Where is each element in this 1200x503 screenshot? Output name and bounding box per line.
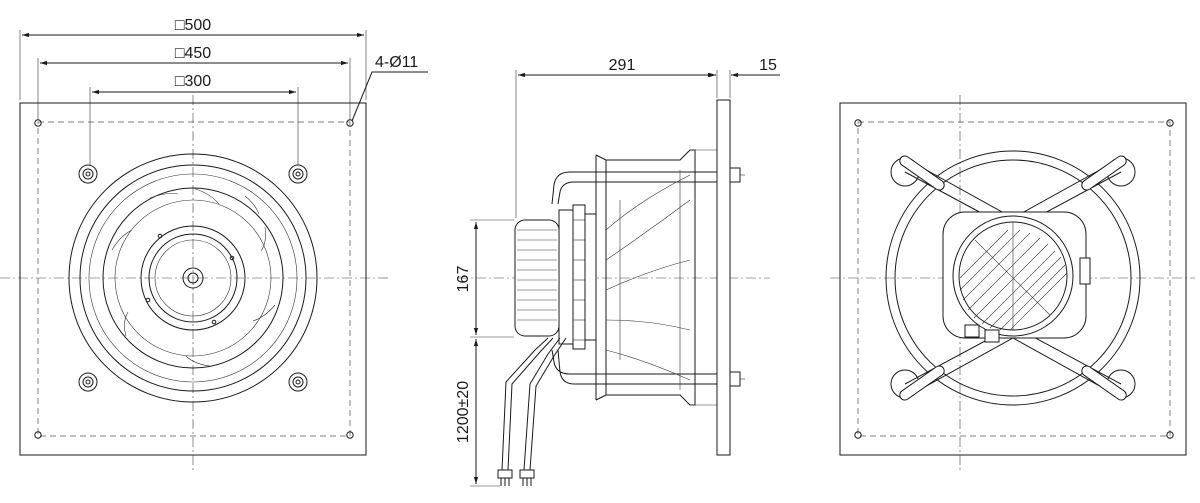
rear-motor-housing: [942, 211, 1087, 339]
dim-front-overall: □500: [175, 17, 211, 34]
side-cables: [497, 337, 567, 486]
dim-front-holes: 4-Ø11: [375, 54, 418, 71]
dim-side-plate: 15: [759, 57, 777, 74]
dim-side-motor-height: 167: [455, 266, 472, 293]
dim-side-cable-length: 1200±20: [455, 381, 472, 443]
dim-front-inner: □300: [175, 73, 211, 90]
rear-view: [830, 95, 1195, 470]
front-inlet-ring: [68, 153, 318, 403]
side-motor: [514, 219, 560, 337]
dim-side-depth: 291: [609, 57, 636, 74]
front-view: □500 □450 □300 4-Ø11: [0, 17, 428, 470]
rear-inlet-ring: [885, 150, 1141, 406]
front-motor-hub: [140, 225, 246, 331]
rear-mounting-plate: [839, 102, 1187, 456]
side-view: 291 15 167 1200±20: [455, 57, 780, 487]
front-mount-bolts: [78, 164, 308, 392]
side-mounting-plate: [716, 99, 731, 456]
front-mounting-plate: [19, 102, 367, 456]
dim-front-bolt-pitch: □450: [175, 45, 211, 62]
